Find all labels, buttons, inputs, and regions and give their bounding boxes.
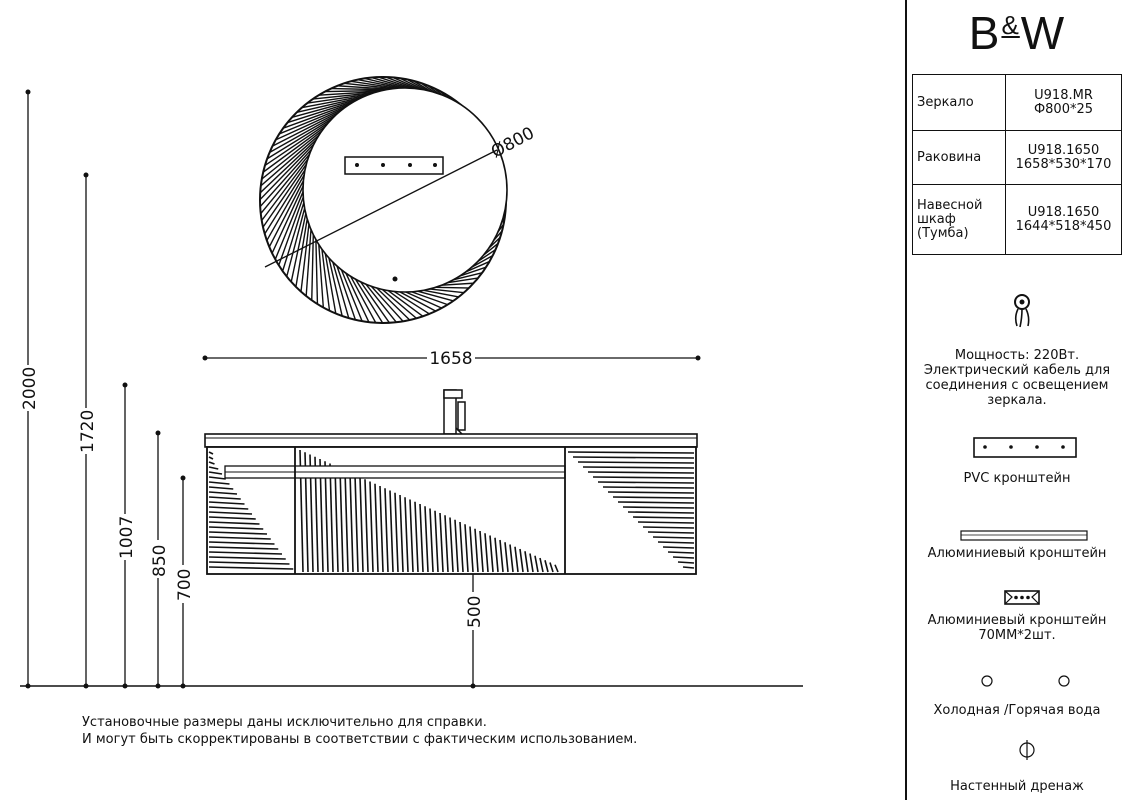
brand-logo: B&W	[968, 7, 1066, 59]
height-label-700: 700	[175, 569, 195, 601]
width-dimension: 1658	[202, 349, 701, 369]
aluminium-clip-icon	[1004, 590, 1040, 605]
vanity-cabinet	[206, 446, 697, 575]
mirror-diameter-label: Ø800	[488, 123, 538, 162]
height-label-850: 850	[150, 545, 170, 577]
wall-drain-icon	[1019, 740, 1035, 760]
wiring-icon	[1014, 294, 1030, 328]
drain-label: Настенный дренаж	[950, 779, 1084, 794]
height-label-2000: 2000	[20, 367, 40, 410]
faucet	[443, 389, 466, 435]
water-label: Холодная /Горячая вода	[933, 703, 1101, 718]
height-label-1007: 1007	[117, 516, 137, 559]
power-description: Мощность: 220Вт. Электрический кабель дл…	[923, 348, 1111, 408]
panel-border-left	[905, 0, 907, 800]
basin-top	[204, 433, 698, 448]
pvc-bracket-label: PVC кронштейн	[963, 471, 1071, 486]
technical-drawing: 2000 1720 1007 850 700 500 Ø800 1658	[19, 76, 803, 689]
pvc-bracket-icon	[973, 437, 1077, 458]
round-mirror: Ø800	[259, 76, 538, 324]
installation-note-line-2: И могут быть скорректированы в соответст…	[82, 732, 638, 747]
diameter-line	[264, 149, 498, 268]
aluminium-bracket-label: Алюминиевый кронштейн	[927, 546, 1107, 561]
width-label: 1658	[429, 349, 472, 369]
water-outlet-icon	[981, 675, 1070, 687]
aluminium-clip-label: Алюминиевый кронштейн 70ММ*2шт.	[927, 613, 1107, 643]
height-label-1720: 1720	[78, 410, 98, 453]
spec-label-sink: Раковина	[912, 130, 1006, 185]
installation-note-line-1: Установочные размеры даны исключительно …	[82, 715, 487, 730]
mirror-light-bar	[344, 156, 444, 175]
spec-label-cabinet: Навесной шкаф (Тумба)	[912, 184, 1006, 255]
aluminium-bar-icon	[960, 530, 1088, 541]
height-label-500: 500	[465, 596, 485, 628]
spec-label-mirror: Зеркало	[912, 74, 1006, 131]
